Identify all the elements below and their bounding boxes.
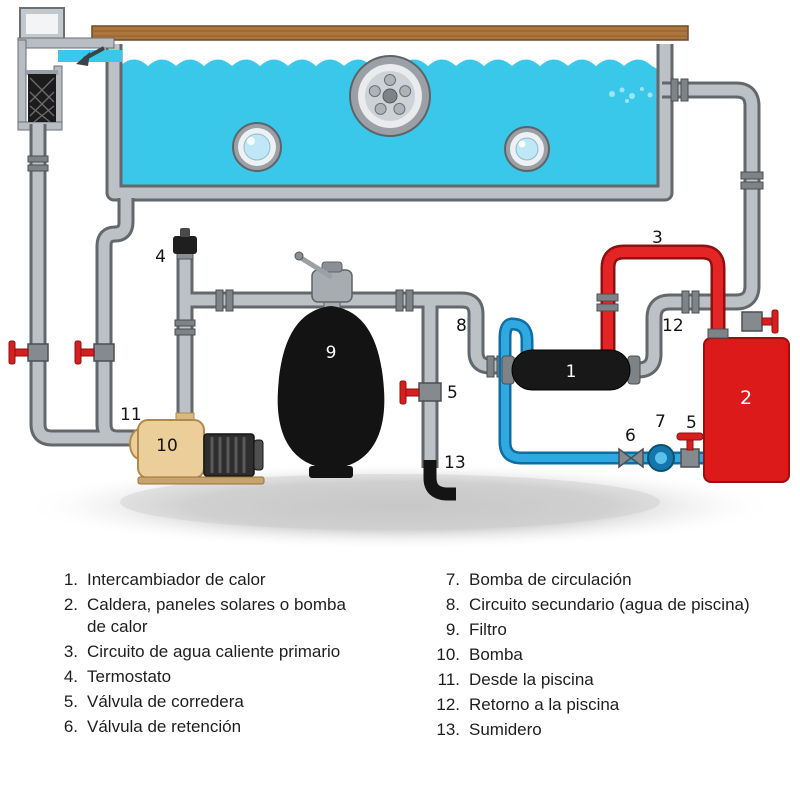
legend-item-text: Circuito de agua caliente primario	[87, 642, 341, 661]
legend-item-number: 8.	[445, 595, 460, 614]
ground-shadow-inner	[120, 474, 660, 530]
legend-item-text: Bomba	[469, 645, 523, 664]
pump	[129, 412, 265, 485]
return-line-valve	[741, 309, 779, 334]
porthole-left	[232, 122, 282, 172]
label-12: 12	[662, 316, 684, 336]
legend-item-8: 8. Circuito secundario (agua de piscina)	[432, 594, 750, 616]
multiport-valve	[294, 251, 353, 303]
legend-item-number: 1.	[63, 570, 78, 589]
legend-item-text: Filtro	[469, 620, 507, 639]
legend-item-number: 4.	[63, 667, 78, 686]
check-valve	[618, 447, 644, 469]
legend-item-13: 13. Sumidero	[432, 719, 750, 741]
legend-item-number: 5.	[63, 692, 78, 711]
valve-lever	[298, 255, 333, 279]
pump-motor	[203, 433, 264, 477]
label-6: 6	[625, 426, 636, 446]
valve-pool-line	[74, 340, 115, 365]
label-4: 4	[155, 247, 166, 267]
valve-skimmer-line	[8, 340, 49, 365]
label-5-boiler: 5	[686, 413, 697, 433]
legend-column-right: 7. Bomba de circulación 8. Circuito secu…	[432, 569, 750, 744]
boiler	[703, 328, 790, 483]
legend-item-text: Bomba de circulación	[469, 570, 632, 589]
label-2: 2	[740, 387, 752, 409]
legend-item-text-line1: Caldera, paneles solares o bomba	[87, 595, 346, 614]
flow-arrow-icon	[76, 46, 105, 66]
primary-return-pipe	[498, 317, 704, 465]
label-8: 8	[456, 316, 467, 336]
label-7: 7	[655, 412, 666, 432]
label-11: 11	[120, 405, 142, 425]
legend-item-text: Válvula de corredera	[87, 692, 244, 711]
hot-water-pipe	[596, 244, 726, 356]
heat-exchanger	[501, 349, 641, 391]
legend-item-2: 2. Caldera, paneles solares o bomba de ca…	[50, 594, 432, 638]
legend-item-3: 3. Circuito de agua caliente primario	[50, 641, 432, 663]
legend-column-left: 1. Intercambiador de calor 2. Caldera, p…	[50, 569, 432, 744]
slide-valve-drain	[399, 380, 442, 405]
legend-item-1: 1. Intercambiador de calor	[50, 569, 432, 591]
label-5-drain: 5	[447, 383, 458, 403]
filter	[277, 295, 385, 478]
floor-drain-outlet	[423, 460, 456, 501]
label-13: 13	[444, 453, 466, 473]
legend-item-6: 6. Válvula de retención	[50, 716, 432, 738]
legend-item-5: 5. Válvula de corredera	[50, 691, 432, 713]
legend-item-number: 12.	[436, 695, 460, 714]
legend-item-number: 11.	[437, 670, 460, 689]
legend-item-number: 3.	[63, 642, 78, 661]
legend-item-text: Retorno a la piscina	[469, 695, 620, 714]
legend-item-number: 10.	[436, 645, 460, 664]
inlet-splash	[609, 87, 653, 103]
legend-item-number: 13.	[436, 720, 460, 739]
legend-item-4: 4. Termostato	[50, 666, 432, 688]
slide-valve-boiler	[676, 432, 704, 468]
legend-item-number: 6.	[63, 717, 78, 736]
legend-item-11: 11. Desde la piscina	[432, 669, 750, 691]
legend-item-text-line2: de calor	[87, 617, 148, 636]
legend-item-text: Termostato	[87, 667, 172, 686]
legend-item-number: 2.	[63, 595, 78, 614]
legend-item-text: Caldera, paneles solares o bomba de calor	[87, 594, 432, 638]
legend-item-9: 9. Filtro	[432, 619, 750, 641]
skimmer-basket	[28, 74, 56, 123]
label-10: 10	[156, 436, 178, 456]
legend-item-text: Intercambiador de calor	[87, 570, 266, 589]
porthole-right	[504, 126, 550, 172]
thermostat	[173, 228, 197, 260]
multiport-fitting	[349, 55, 431, 137]
legend-item-10: 10. Bomba	[432, 644, 750, 666]
pump-base	[137, 476, 265, 485]
legend-item-12: 12. Retorno a la piscina	[432, 694, 750, 716]
legend-item-number: 9.	[445, 620, 460, 639]
deck-plank	[91, 25, 689, 41]
circulation-pump	[647, 444, 675, 472]
legend: 1. Intercambiador de calor 2. Caldera, p…	[0, 557, 800, 744]
legend-item-text: Sumidero	[469, 720, 542, 739]
legend-item-text: Desde la piscina	[469, 670, 594, 689]
system-diagram: 4 11 10 9 5 13 8 1 12 3 2 6 7 5	[8, 7, 790, 550]
gray-pipes	[27, 78, 764, 468]
pool-walls	[105, 44, 674, 202]
legend-item-text: Circuito secundario (agua de piscina)	[469, 595, 750, 614]
legend-item-text: Válvula de retención	[87, 717, 242, 736]
label-1: 1	[566, 362, 577, 382]
label-9: 9	[326, 343, 337, 363]
legend-item-number: 7.	[445, 570, 460, 589]
legend-item-7: 7. Bomba de circulación	[432, 569, 750, 591]
label-3: 3	[652, 228, 663, 248]
